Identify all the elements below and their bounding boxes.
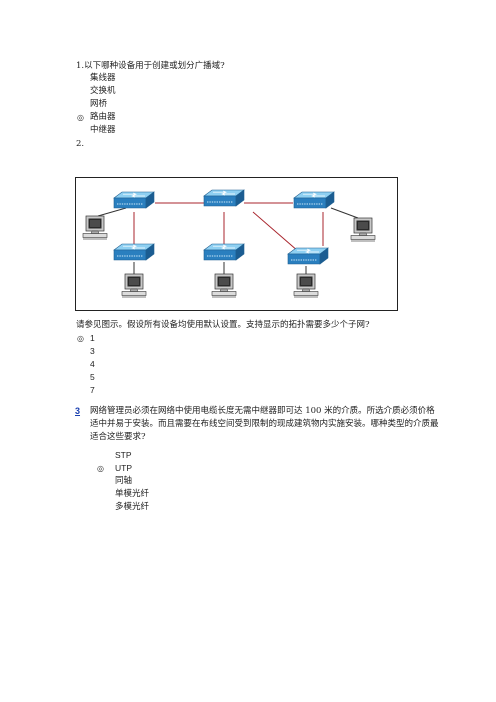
q3-option-3[interactable]: 同轴	[115, 476, 133, 486]
q2-option-3[interactable]: 4	[90, 359, 95, 369]
switch-bottom-center	[203, 243, 245, 261]
q3-text-line-1: 网络管理员必须在网络中使用电缆长度无需中继器即可达 100 米的介质。所选介质必…	[90, 406, 435, 416]
q2-option-4[interactable]: 5	[90, 372, 95, 382]
q2-option-1[interactable]: 1	[90, 333, 95, 343]
q2-question: 请参见图示。假设所有设备均使用默认设置。支持显示的拓扑需要多少个子网?	[76, 320, 370, 330]
q1-option-1[interactable]: 集线器	[90, 73, 116, 83]
network-links	[97, 202, 359, 274]
pc-bottom-right	[293, 273, 319, 298]
q3-text-line-3: 适合这些要求?	[90, 432, 146, 442]
switch-top-left	[113, 191, 155, 209]
q3-number-link[interactable]: 3	[75, 406, 81, 416]
q1-option-5[interactable]: 中继器	[90, 125, 116, 135]
q3-option-5[interactable]: 多模光纤	[115, 502, 150, 512]
q1-option-3[interactable]: 网桥	[90, 99, 108, 109]
radio-selected-icon[interactable]: ◎	[77, 334, 84, 343]
switch-bottom-right	[287, 247, 329, 265]
pc-left	[82, 215, 108, 240]
q2-option-2[interactable]: 3	[90, 346, 95, 356]
switch-bottom-left	[113, 243, 155, 261]
q3-text-line-2: 适中并易于安装。而且需要在布线空间受到限制的现成建筑物内实施安装。哪种类型的介质…	[90, 419, 439, 429]
q3-option-1[interactable]: STP	[115, 450, 132, 460]
q3-option-4[interactable]: 单模光纤	[115, 489, 150, 499]
radio-selected-icon[interactable]: ◎	[97, 464, 104, 473]
switch-top-right	[293, 191, 335, 209]
q1-title: 1.以下哪种设备用于创建或划分广播域?	[76, 61, 225, 71]
switch-top-center	[203, 189, 245, 207]
pc-right	[350, 217, 376, 242]
q1-option-4[interactable]: 路由器	[90, 112, 116, 122]
network-topology-diagram	[75, 177, 398, 311]
pc-bottom-left	[121, 273, 147, 298]
radio-selected-icon[interactable]: ◎	[77, 113, 84, 122]
q3-option-2[interactable]: UTP	[115, 463, 132, 473]
q2-option-5[interactable]: 7	[90, 385, 95, 395]
q1-option-2[interactable]: 交换机	[90, 86, 116, 96]
q2-number: 2.	[76, 139, 85, 149]
pc-bottom-center	[211, 273, 237, 298]
